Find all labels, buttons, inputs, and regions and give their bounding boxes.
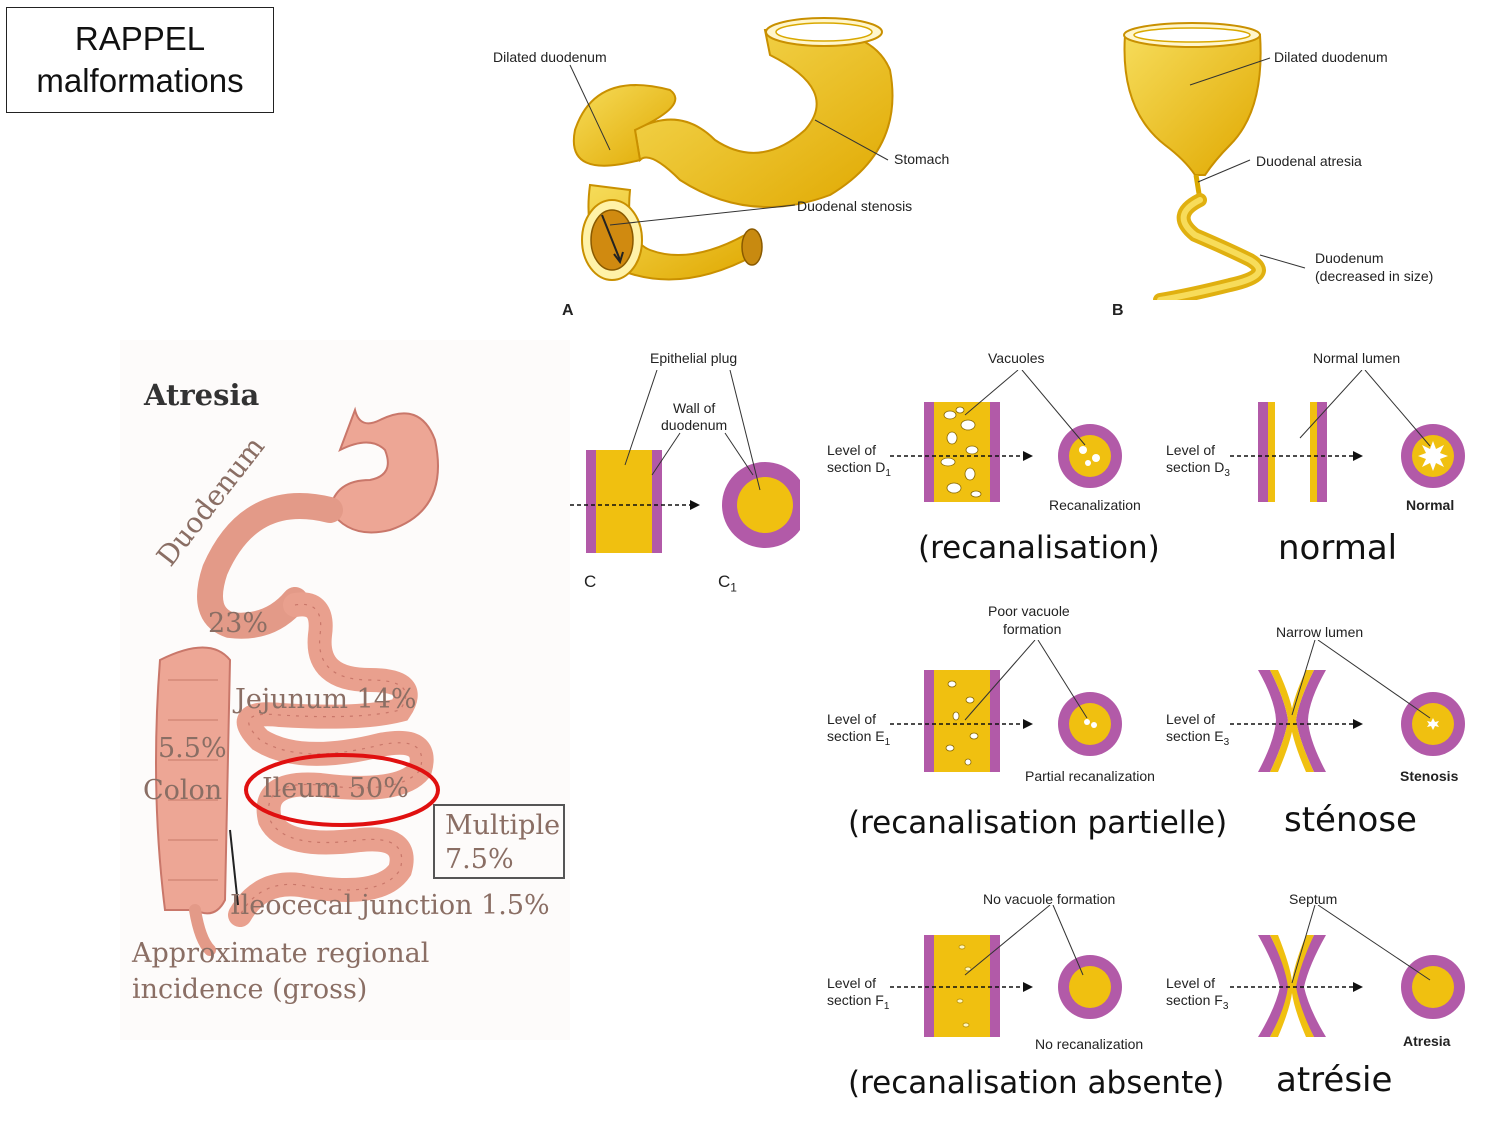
atresia-footer-line2: incidence (gross)	[132, 974, 368, 1005]
panel-f3-caption: atrésie	[1276, 1060, 1393, 1100]
intestine-illustration	[120, 340, 570, 1040]
panel-d1-level-line1: Level of	[827, 442, 877, 458]
title-line1: RAPPEL	[74, 20, 206, 57]
panel-c-label-duodenum: duodenum	[661, 417, 728, 433]
atresia-label-colon: Colon	[143, 775, 223, 806]
panel-f3-level-line1: Level of	[1166, 975, 1216, 991]
panel-f3-level-text: section F	[1166, 992, 1223, 1008]
panel-c1-letter-sub: 1	[730, 580, 737, 595]
panel-f1-label-top: No vacuole formation	[983, 891, 1116, 907]
panel-d1-label-bottom: Recanalization	[1049, 497, 1141, 513]
panel-f1-level-text: section F	[827, 992, 884, 1008]
panel-f1-level-line1: Level of	[827, 975, 877, 991]
panel-f3-level-line2: section F3	[1166, 992, 1228, 1012]
panel-f1-caption: (recanalisation absente)	[848, 1065, 1225, 1101]
panel-f1-level-sub: 1	[883, 1000, 890, 1012]
panel-d3-level-sub: 3	[1224, 467, 1230, 479]
panel-a-illustration	[569, 17, 894, 281]
panel-c-label-epithelial-plug: Epithelial plug	[650, 350, 738, 366]
atresia-label-ileocecal: Ileocecal junction 1.5%	[230, 890, 550, 921]
atresia-title: Atresia	[144, 378, 260, 412]
panel-e3-label-bottom: Stenosis	[1400, 768, 1459, 784]
atresia-label-ileum: Ileum 50%	[262, 773, 409, 804]
panel-e1-level-text: section E	[827, 728, 885, 744]
panel-b-label-decreased: (decreased in size)	[1315, 268, 1434, 284]
panel-e3-level-text: section E	[1166, 728, 1224, 744]
panel-c-label-wall: Wall of	[673, 400, 716, 416]
title-box: RAPPEL malformations	[6, 7, 274, 113]
panel-e1-level-line2: section E1	[827, 728, 890, 748]
panel-c-letter: C	[584, 572, 597, 591]
panel-c1-letter-main: C	[718, 572, 731, 591]
panel-d1-illustration	[890, 370, 1122, 502]
panel-d3-level-text: section D	[1166, 459, 1225, 475]
panel-d3-level-line2: section D3	[1166, 459, 1230, 479]
panel-f3-level-sub: 3	[1222, 1000, 1229, 1012]
panel-e3-level-line1: Level of	[1166, 711, 1216, 727]
multiple-pct: 7.5%	[445, 844, 514, 875]
panel-f3-label-top: Septum	[1289, 891, 1338, 907]
panel-e1-illustration	[890, 640, 1122, 772]
atresia-colon-pct: 5.5%	[158, 733, 227, 764]
panel-f1-label-bottom: No recanalization	[1035, 1036, 1144, 1052]
panel-e1-label-bottom: Partial recanalization	[1025, 768, 1155, 784]
panel-c-illustration	[570, 370, 800, 553]
panel-b-label-duodenal-atresia: Duodenal atresia	[1256, 153, 1362, 169]
panel-a-letter: A	[562, 302, 574, 319]
multiple-label: Multiple	[445, 810, 561, 841]
panel-d3-level-line1: Level of	[1166, 442, 1216, 458]
panel-e3-level-sub: 3	[1223, 736, 1230, 748]
panel-b-label-dilated-duodenum: Dilated duodenum	[1274, 49, 1388, 65]
panel-a-label-duodenal-stenosis: Duodenal stenosis	[797, 198, 913, 214]
panel-f1-level-line2: section F1	[827, 992, 889, 1012]
panel-f1-illustration	[890, 905, 1122, 1037]
panel-d1-label-top: Vacuoles	[988, 350, 1045, 366]
panel-e1-label-top-2: formation	[1003, 621, 1062, 637]
panel-e1-level-sub: 1	[884, 736, 891, 748]
panel-d1-level-line2: section D1	[827, 459, 891, 479]
panel-d3-label-top: Normal lumen	[1313, 350, 1401, 366]
atresia-pct-duodenum: 23%	[208, 608, 269, 639]
atresia-footer-line1: Approximate regional	[132, 938, 430, 969]
panel-e3-caption: sténose	[1284, 800, 1417, 840]
atresia-label-jejunum: Jejunum 14%	[235, 684, 417, 715]
panel-b-illustration	[1123, 22, 1306, 300]
panel-e3-illustration	[1230, 640, 1465, 772]
panel-f3-label-bottom: Atresia	[1403, 1033, 1451, 1049]
panel-d1-caption: (recanalisation)	[918, 530, 1160, 566]
ileum-highlight-ellipse	[244, 753, 440, 827]
panel-c1-letter: C1	[718, 572, 737, 594]
panel-b-letter: B	[1112, 302, 1124, 319]
panel-a-label-stomach: Stomach	[894, 151, 950, 167]
panel-d3-caption: normal	[1278, 528, 1398, 568]
title-line2: malformations	[36, 62, 244, 99]
panel-d1-level-text: section D	[827, 459, 886, 475]
multiple-box: Multiple 7.5%	[433, 804, 565, 879]
panel-d1-level-sub: 1	[885, 467, 891, 479]
panel-e3-label-top: Narrow lumen	[1276, 624, 1364, 640]
panel-a-label-dilated-duodenum: Dilated duodenum	[493, 49, 607, 65]
panel-d3-label-bottom: Normal	[1406, 497, 1455, 513]
panel-e1-label-top-1: Poor vacuole	[988, 603, 1070, 619]
panel-e1-level-line1: Level of	[827, 711, 877, 727]
panel-e3-level-line2: section E3	[1166, 728, 1229, 748]
panel-b-label-duodenum: Duodenum	[1315, 250, 1384, 266]
panel-d3-illustration	[1230, 370, 1465, 502]
panel-e1-caption: (recanalisation partielle)	[848, 805, 1228, 841]
panel-f3-illustration	[1230, 905, 1465, 1037]
